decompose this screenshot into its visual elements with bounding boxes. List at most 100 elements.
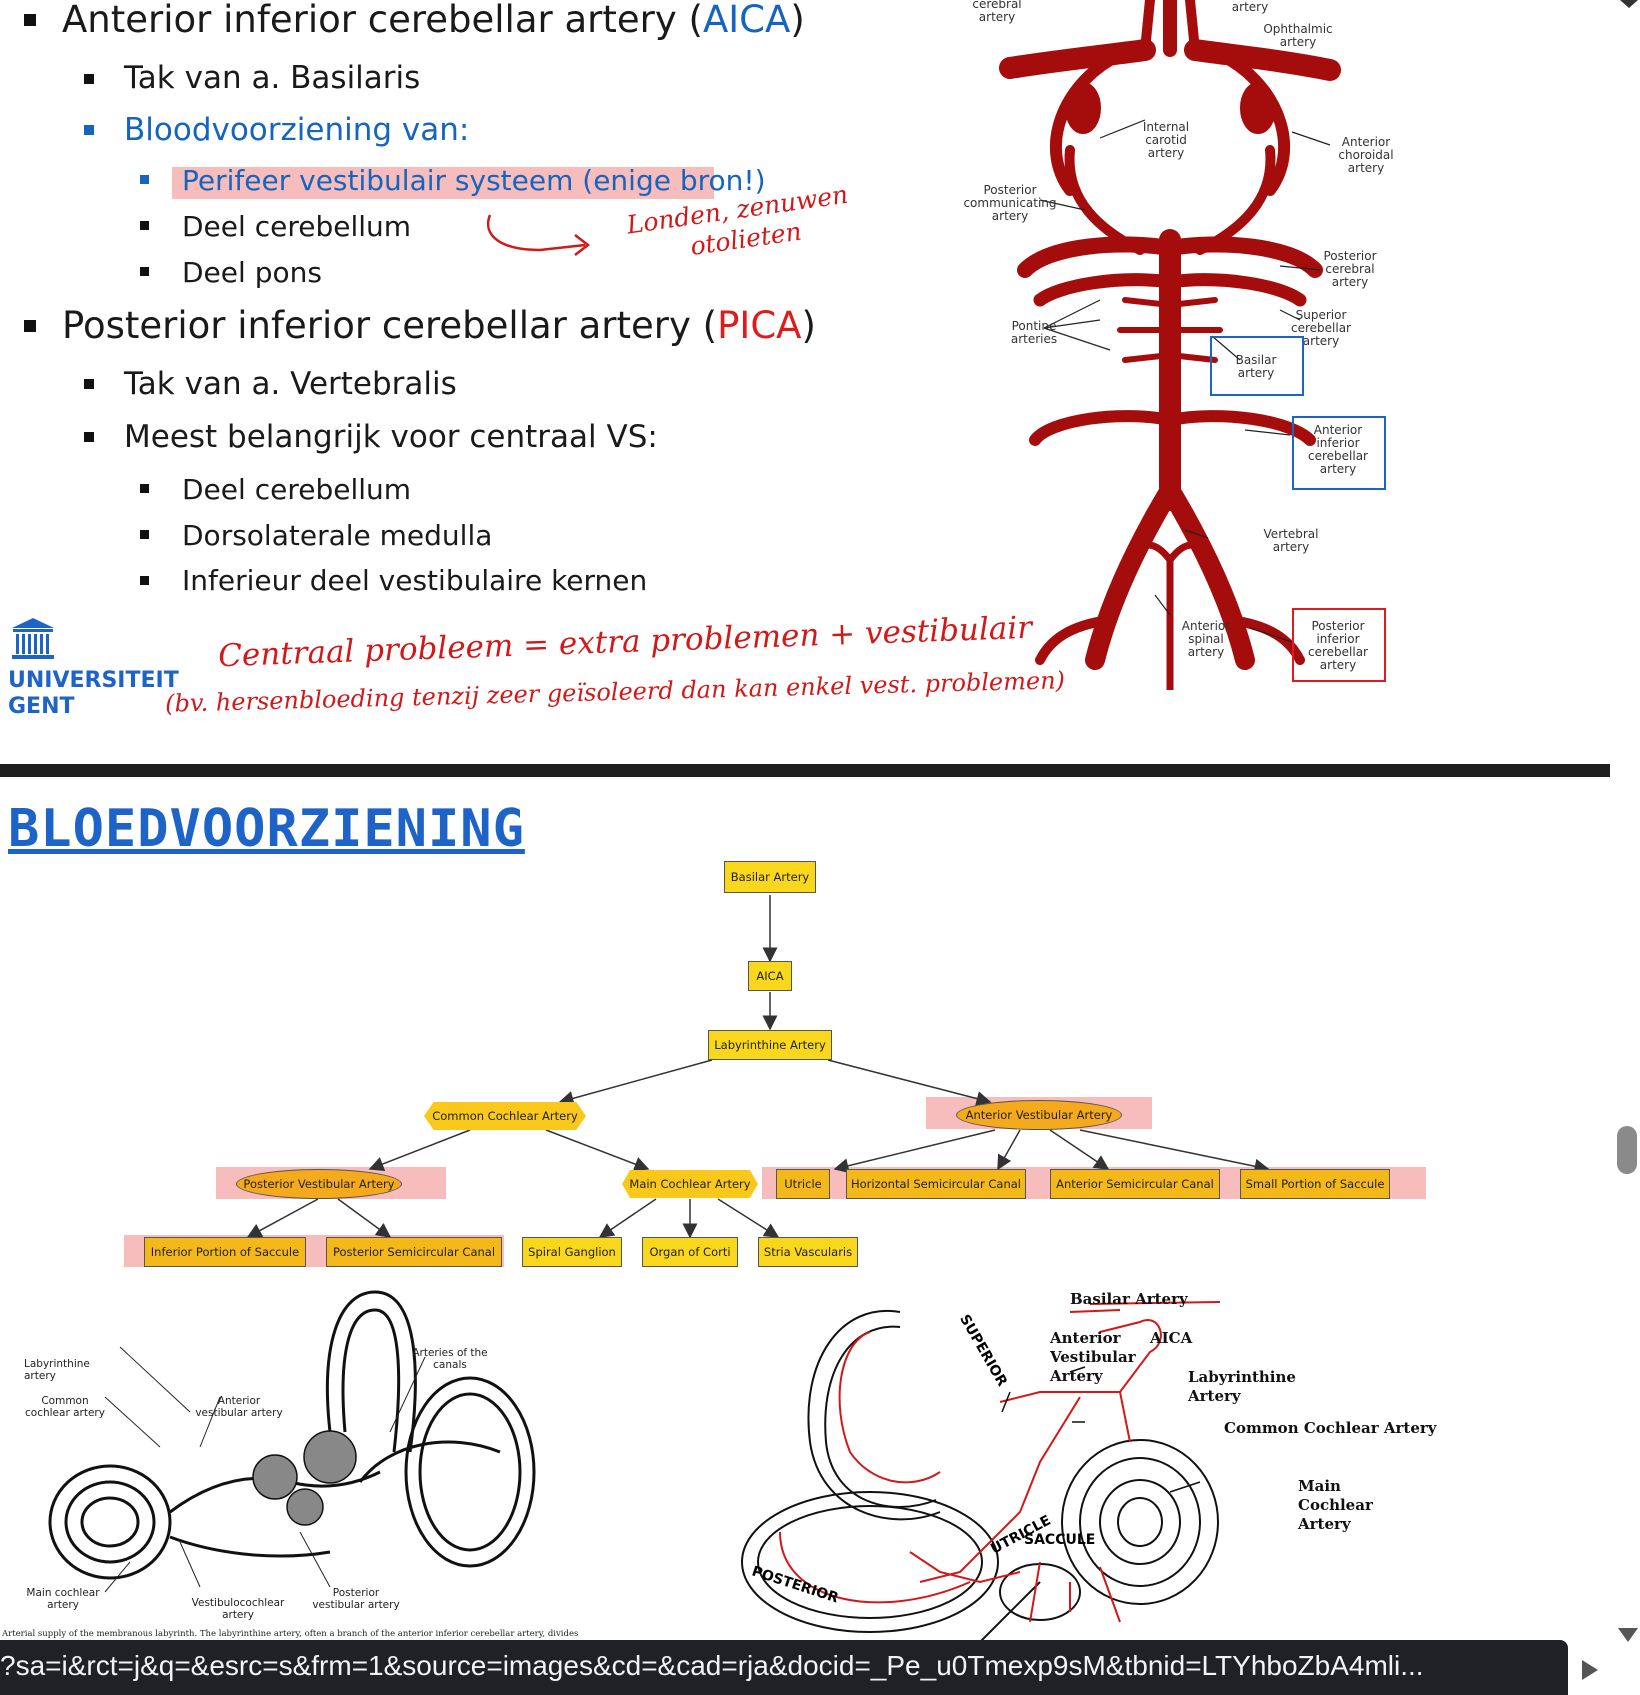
left-label-common-cochlear: Common cochlear artery bbox=[25, 1395, 105, 1419]
left-label-main-cochlear: Main cochlear artery bbox=[26, 1587, 100, 1611]
bullet-aica-prefix: Anterior inferior cerebellar artery ( bbox=[62, 0, 703, 41]
bullet-deel-cerebellum: Deel cerebellum bbox=[182, 210, 412, 243]
label-cerebral-artery: cerebral artery bbox=[972, 0, 1022, 24]
bullet-square bbox=[24, 14, 36, 26]
label-superior-cerebellar: Superior cerebellar artery bbox=[1291, 308, 1351, 348]
scroll-up-arrow-icon[interactable] bbox=[1620, 0, 1638, 8]
left-label-labyrinthine: Labyrinthine artery bbox=[24, 1358, 90, 1382]
label-pontine: Pontine arteries bbox=[1010, 319, 1058, 346]
bullet-pica-suffix: ) bbox=[801, 304, 816, 347]
bullet-square bbox=[140, 484, 149, 493]
bullet-square bbox=[140, 221, 149, 230]
node-posterior-vestibular: Posterior Vestibular Artery bbox=[236, 1169, 402, 1199]
node-utricle: Utricle bbox=[776, 1169, 830, 1199]
aica-label-box bbox=[1292, 416, 1386, 490]
label-pica: Posterior inferior cerebellar artery bbox=[1308, 619, 1368, 672]
right-label-basilar: Basilar Artery bbox=[1070, 1290, 1188, 1308]
left-label-canals: Arteries of the canals bbox=[412, 1347, 488, 1371]
university-building-icon bbox=[12, 618, 54, 659]
node-posterior-canal: Posterior Semicircular Canal bbox=[326, 1237, 502, 1267]
right-label-aica: AICA bbox=[1150, 1329, 1193, 1347]
bullet-tak-vertebralis: Tak van a. Vertebralis bbox=[124, 366, 457, 402]
right-label-labyrinthine: Labyrinthine Artery bbox=[1188, 1368, 1296, 1405]
bullet-square bbox=[140, 175, 149, 184]
bullet-square bbox=[84, 125, 94, 135]
bullet-deel-cerebellum-2: Deel cerebellum bbox=[182, 473, 412, 506]
scroll-down-arrow-icon[interactable] bbox=[1618, 1628, 1638, 1642]
vertical-scrollbar[interactable] bbox=[1616, 0, 1640, 1695]
basilar-label-box bbox=[1210, 336, 1304, 396]
label-ophthalmic: Ophthalmic artery bbox=[1263, 22, 1333, 49]
aica-accent: AICA bbox=[702, 0, 791, 41]
label-anterior-choroidal: Anterior choroidal artery bbox=[1338, 135, 1394, 175]
left-label-vestibulocochlear: Vestibulocochlear artery bbox=[191, 1597, 285, 1621]
logo-line-1: UNIVERSITEIT bbox=[8, 668, 179, 693]
label-posterior-cerebral: Posterior cerebral artery bbox=[1323, 249, 1377, 289]
bullet-bloedvoorziening: Bloodvoorziening van: bbox=[124, 112, 470, 148]
label-basilar: Basilar artery bbox=[1235, 353, 1277, 380]
bullet-square bbox=[140, 576, 149, 585]
bullet-square bbox=[140, 530, 149, 539]
highlight-perifeer bbox=[172, 167, 714, 199]
node-organ-corti: Organ of Corti bbox=[642, 1237, 738, 1267]
right-label-anterior-vestibular: Anterior Vestibular Artery bbox=[1050, 1329, 1136, 1385]
node-common-cochlear: Common Cochlear Artery bbox=[424, 1102, 586, 1130]
node-horizontal-canal: Horizontal Semicircular Canal bbox=[846, 1169, 1026, 1199]
node-main-cochlear: Main Cochlear Artery bbox=[622, 1170, 758, 1198]
node-spiral-ganglion: Spiral Ganglion bbox=[522, 1237, 622, 1267]
handwritten-arrow bbox=[487, 214, 591, 256]
flowchart-connectors bbox=[246, 895, 1270, 1239]
label-posterior-communicating: Posterior communicating artery bbox=[963, 183, 1057, 223]
university-logo-text: UNIVERSITEIT GENT bbox=[8, 668, 179, 720]
slide-2: BLOEDVOORZIENING Basilar Artery AI bbox=[0, 777, 1610, 1647]
node-stria-vascularis: Stria Vascularis bbox=[758, 1237, 858, 1267]
labyrinth-vascular-diagram bbox=[741, 1301, 1221, 1642]
bullet-square bbox=[84, 432, 94, 442]
bullet-pica: Posterior inferior cerebellar artery (PI… bbox=[62, 304, 816, 347]
node-anterior-canal: Anterior Semicircular Canal bbox=[1050, 1169, 1220, 1199]
scrollbar-thumb[interactable] bbox=[1617, 1126, 1637, 1174]
bullet-pica-prefix: Posterior inferior cerebellar artery ( bbox=[62, 304, 718, 347]
node-labyrinthine-artery: Labyrinthine Artery bbox=[708, 1030, 832, 1060]
bullet-aica-suffix: ) bbox=[790, 0, 805, 41]
logo-line-2: GENT bbox=[8, 694, 75, 719]
bullet-perifeer: Perifeer vestibulair systeem (enige bron… bbox=[182, 164, 766, 197]
left-figure-caption: Arterial supply of the membranous labyri… bbox=[2, 1629, 579, 1639]
label-anterior-spinal: Anterior spinal artery bbox=[1181, 619, 1231, 659]
label-vertebral: Vertebral artery bbox=[1263, 527, 1319, 554]
slide-2-title: BLOEDVOORZIENING bbox=[8, 799, 525, 859]
right-label-saccule: SACCULE bbox=[1024, 1532, 1096, 1548]
handwritten-line-1: Centraal probleem = extra problemen + ve… bbox=[217, 609, 1033, 675]
bullet-tak-basilaris: Tak van a. Basilaris bbox=[124, 60, 421, 96]
node-aica: AICA bbox=[748, 961, 792, 991]
bullet-inferieur: Inferieur deel vestibulaire kernen bbox=[182, 564, 648, 597]
node-basilar-artery: Basilar Artery bbox=[724, 861, 816, 893]
left-label-anterior-vestibular: Anterior vestibular artery bbox=[195, 1395, 283, 1419]
pica-label-box bbox=[1292, 608, 1386, 682]
node-anterior-vestibular: Anterior Vestibular Artery bbox=[956, 1100, 1122, 1130]
node-inferior-saccule: Inferior Portion of Saccule bbox=[144, 1237, 306, 1267]
bullet-meest-belangrijk: Meest belangrijk voor centraal VS: bbox=[124, 419, 658, 455]
right-label-common-cochlear: Common Cochlear Artery bbox=[1224, 1419, 1437, 1437]
label-internal-carotid: Internal carotid artery bbox=[1142, 120, 1190, 160]
pica-accent: PICA bbox=[717, 304, 802, 347]
circle-of-willis-diagram bbox=[999, 0, 1341, 690]
node-small-saccule: Small Portion of Saccule bbox=[1240, 1169, 1390, 1199]
bullet-aica: Anterior inferior cerebellar artery (AIC… bbox=[62, 0, 805, 41]
bullet-deel-pons: Deel pons bbox=[182, 256, 322, 289]
label-artery-top: artery bbox=[1231, 0, 1269, 14]
slide-separator bbox=[0, 764, 1610, 777]
bullet-square bbox=[84, 379, 94, 389]
status-url-text: ?sa=i&rct=j&q=&esrc=s&frm=1&source=image… bbox=[0, 1650, 1424, 1681]
left-label-posterior-vestibular: Posterior vestibular artery bbox=[312, 1587, 400, 1611]
status-url-bar: ?sa=i&rct=j&q=&esrc=s&frm=1&source=image… bbox=[0, 1640, 1568, 1695]
bullet-dorsolaterale: Dorsolaterale medulla bbox=[182, 519, 493, 552]
slide-1: Anterior inferior cerebellar artery (AIC… bbox=[0, 0, 1610, 762]
labyrinth-line-drawing bbox=[48, 1290, 536, 1593]
bullet-square bbox=[84, 74, 94, 84]
bullet-square bbox=[24, 320, 36, 332]
bullet-square bbox=[140, 267, 149, 276]
label-aica: Anterior inferior cerebellar artery bbox=[1308, 423, 1368, 476]
play-arrow-icon[interactable] bbox=[1582, 1660, 1598, 1680]
right-label-main-cochlear: Main Cochlear Artery bbox=[1298, 1477, 1373, 1533]
